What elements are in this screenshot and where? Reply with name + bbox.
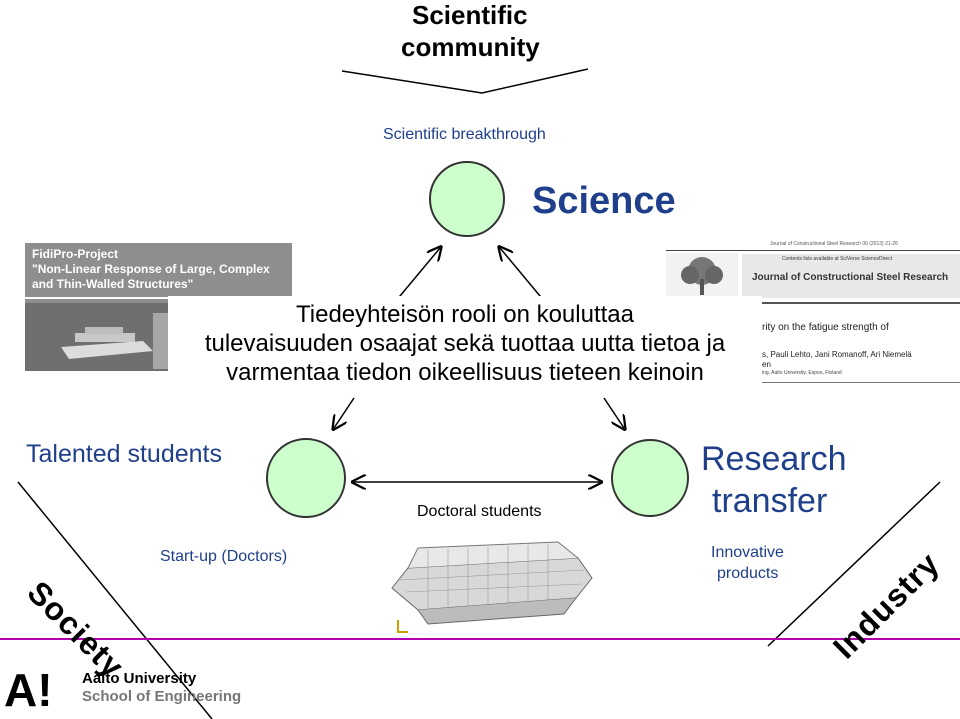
tree-logo-icon	[666, 253, 738, 299]
startup-label: Start-up (Doctors)	[160, 548, 288, 565]
innovative-line-2: products	[717, 565, 779, 582]
ship-wireframe-image	[391, 541, 593, 633]
science-circle	[429, 161, 505, 237]
research-line-2: transfer	[712, 482, 828, 520]
main-text-line-1: Tiedeyhteisön rooli on kouluttaa	[296, 301, 634, 328]
breakthrough-label: Scientific breakthrough	[383, 126, 546, 143]
paper-availability: Contents lists available at SciVerse Sci…	[782, 256, 893, 262]
society-circle	[266, 438, 346, 518]
talented-students-label: Talented students	[26, 440, 222, 468]
doctoral-double-arrow	[348, 472, 608, 492]
title-line-2: community	[401, 32, 540, 62]
society-industry-frame	[0, 481, 960, 719]
journal-paper-image: Journal of Constructional Steel Research…	[666, 240, 960, 390]
arrows-from-text	[320, 397, 640, 437]
research-line-1: Research	[701, 440, 847, 478]
paper-journal: Journal of Constructional Steel Research	[752, 272, 949, 283]
aalto-logo-line-2: School of Engineering	[82, 688, 242, 705]
paper-header: Journal of Constructional Steel Research…	[770, 241, 898, 247]
industry-circle	[611, 439, 689, 517]
aalto-logo-mark: A!	[4, 664, 53, 716]
poster-project: FidiPro-Project	[32, 247, 119, 261]
main-text-box: Tiedeyhteisön rooli on kouluttaa tulevai…	[168, 296, 762, 400]
doctoral-students-label: Doctoral students	[417, 503, 542, 520]
main-text-line-2: tulevaisuuden osaajat sekä tuottaa uutta…	[204, 330, 726, 357]
science-label: Science	[532, 180, 676, 222]
poster-subtitle-2: and Thin-Walled Structures"	[32, 277, 194, 291]
paper-title-fragment: rity on the fatigue strength of	[762, 322, 889, 333]
innovative-line-1: Innovative	[711, 544, 784, 561]
title-chevron	[341, 68, 589, 94]
poster-subtitle-1: "Non-Linear Response of Large, Complex	[32, 262, 270, 276]
paper-author-tail: en	[762, 360, 771, 369]
paper-authors-fragment: s, Pauli Lehto, Jani Romanoff, Ari Nieme…	[762, 350, 912, 359]
title-line-1: Scientific	[412, 0, 528, 30]
paper-affiliation: ing, Aalto University, Espoo, Finland	[762, 370, 842, 376]
main-text-line-3: varmentaa tiedon oikeellisuus tieteen ke…	[226, 359, 704, 386]
aalto-logo-line-1: Aalto University	[82, 670, 197, 687]
